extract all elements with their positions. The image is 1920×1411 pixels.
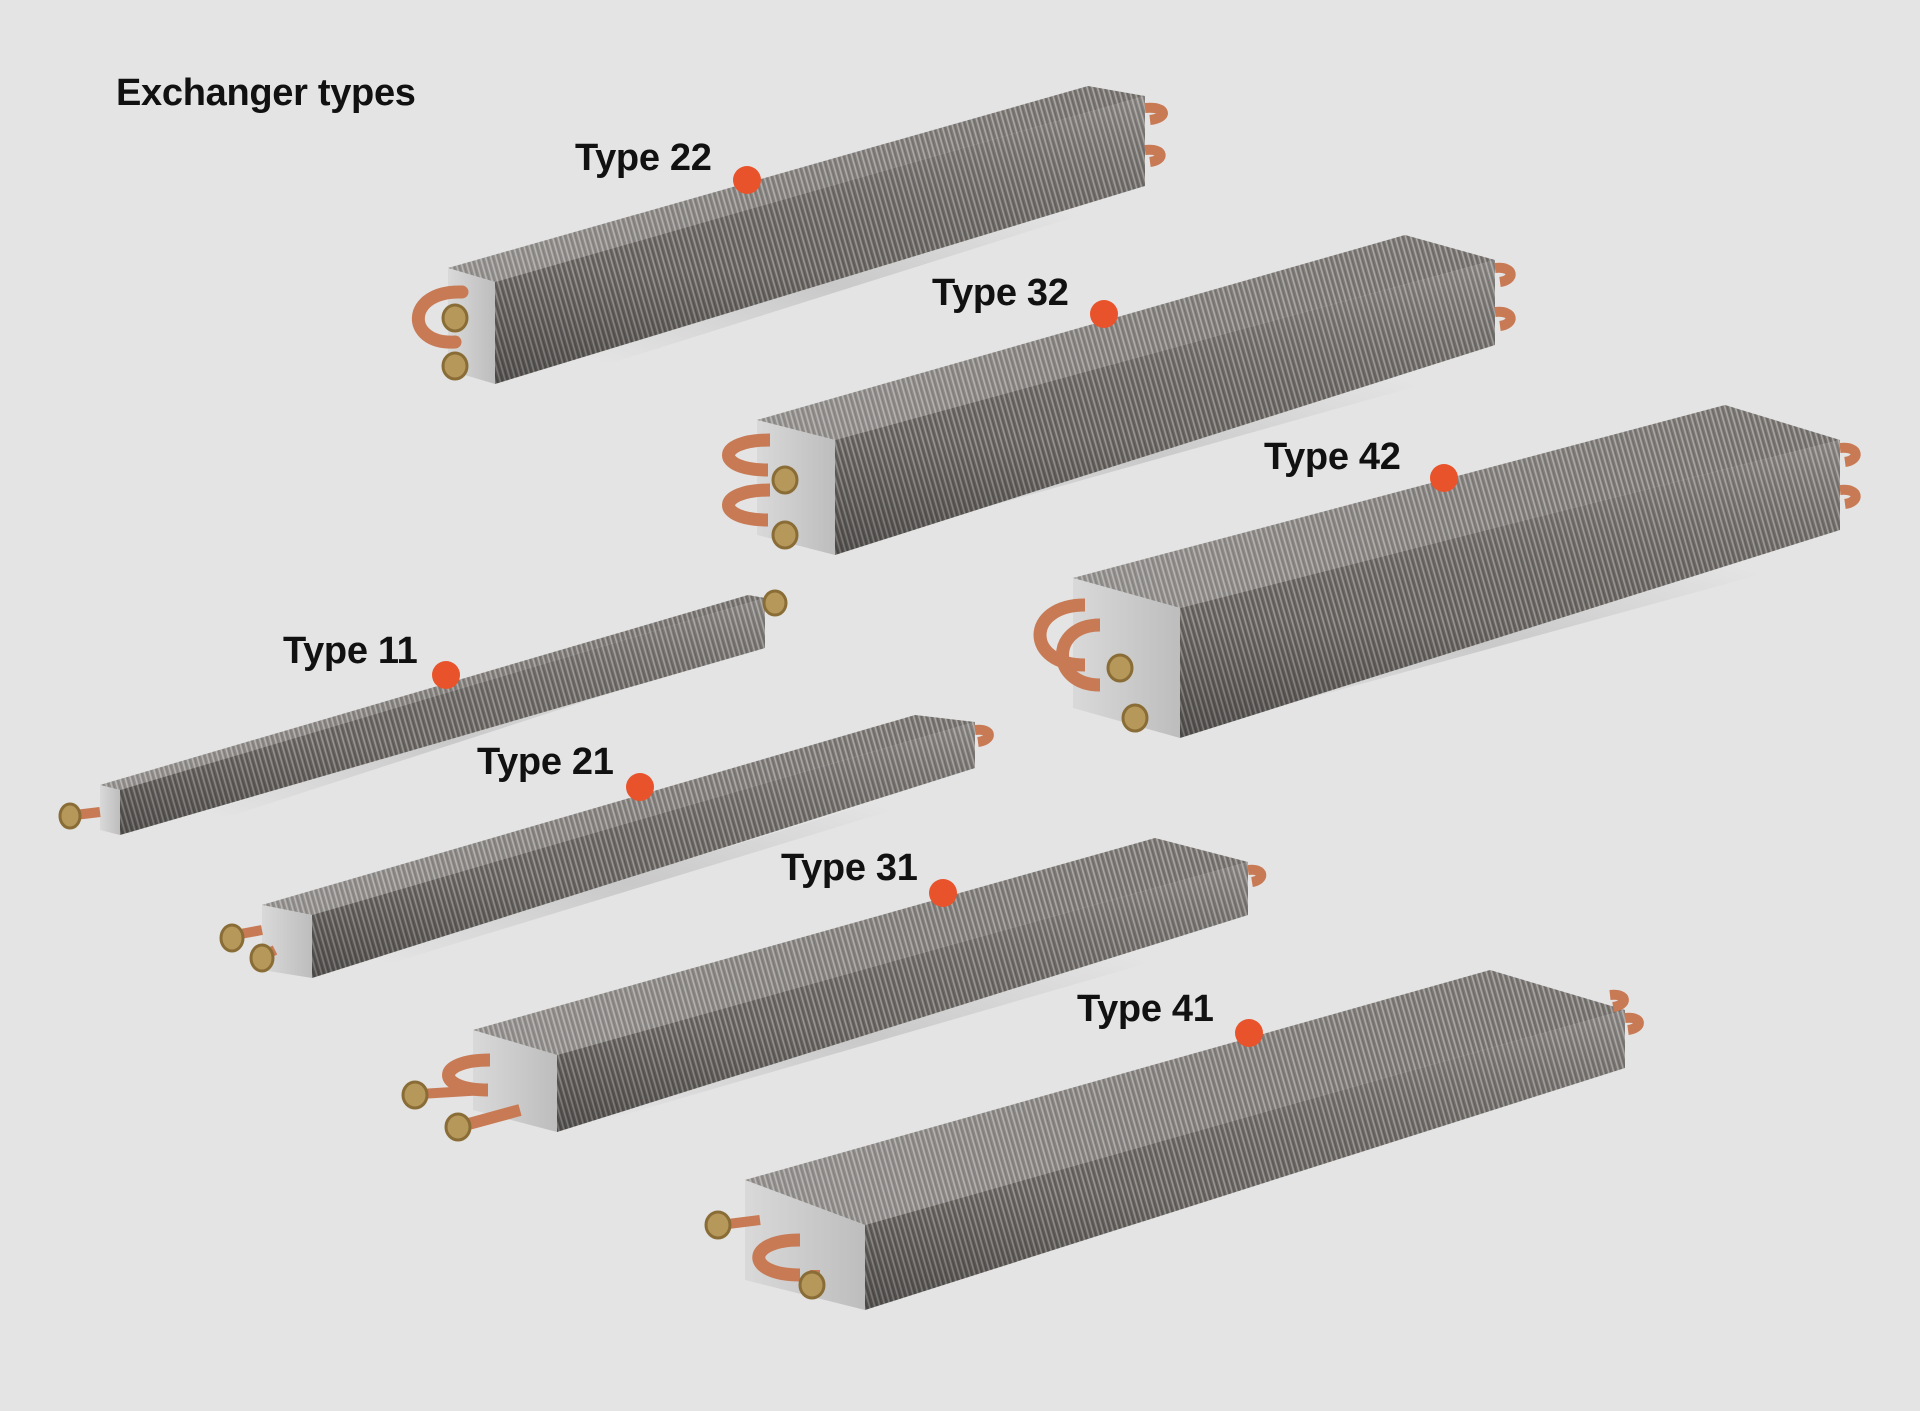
hotspot-type-31[interactable] bbox=[929, 879, 957, 907]
label-type-11: Type 11 bbox=[283, 630, 418, 672]
hotspot-type-22[interactable] bbox=[733, 166, 761, 194]
exchanger-type-41 bbox=[704, 970, 1644, 1320]
label-type-22: Type 22 bbox=[575, 137, 712, 179]
hotspot-type-11[interactable] bbox=[432, 661, 460, 689]
exchanger-type-11 bbox=[58, 589, 788, 850]
label-type-32: Type 32 bbox=[932, 272, 1069, 314]
label-type-41: Type 41 bbox=[1077, 988, 1214, 1030]
label-type-21: Type 21 bbox=[477, 741, 614, 783]
brass-fitting bbox=[441, 303, 469, 333]
u-bend-pipe bbox=[411, 285, 469, 349]
exchanger-type-42 bbox=[1033, 405, 1861, 750]
hotspot-type-41[interactable] bbox=[1235, 1019, 1263, 1047]
exchanger-type-21 bbox=[219, 715, 994, 997]
brass-fitting bbox=[441, 351, 469, 381]
exchanger-type-31 bbox=[401, 838, 1267, 1155]
exchanger-type-22 bbox=[411, 86, 1168, 395]
exchanger-type-32 bbox=[722, 235, 1516, 565]
page-title: Exchanger types bbox=[116, 72, 416, 114]
label-type-42: Type 42 bbox=[1264, 436, 1401, 478]
hotspot-type-42[interactable] bbox=[1430, 464, 1458, 492]
hotspot-type-21[interactable] bbox=[626, 773, 654, 801]
label-type-31: Type 31 bbox=[781, 847, 918, 889]
hotspot-type-32[interactable] bbox=[1090, 300, 1118, 328]
